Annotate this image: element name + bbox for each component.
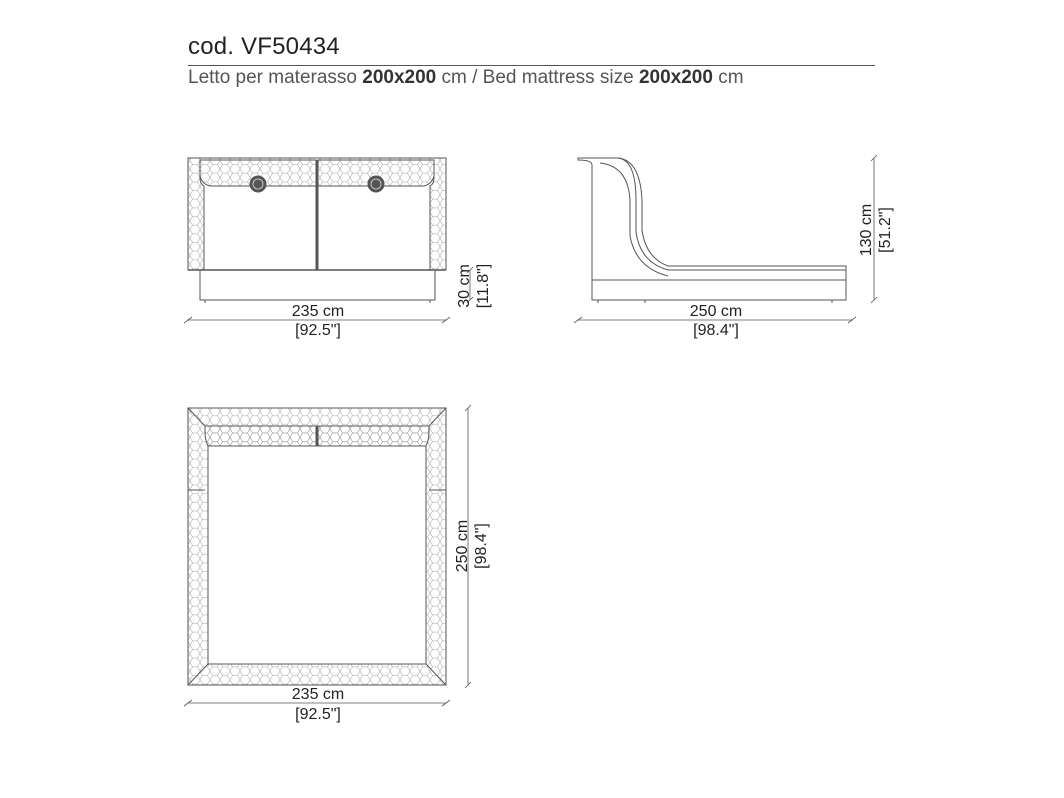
side-profile-inner-2 <box>599 162 669 277</box>
front-button-right <box>367 175 385 193</box>
front-width-dimension <box>183 316 451 324</box>
side-length-cm: 250 cm <box>690 303 742 320</box>
subtitle-size-en: 200x200 <box>638 67 713 88</box>
subtitle-prefix: Letto per materasso <box>188 67 363 88</box>
top-pillow-right <box>317 425 430 447</box>
front-height-cm: 30 cm <box>456 264 473 308</box>
top-view <box>187 407 447 686</box>
top-length-in: [98.4"] <box>473 523 490 569</box>
side-length-dimension <box>573 316 857 324</box>
top-pillow-left <box>204 425 317 447</box>
front-pillow-right <box>317 159 435 187</box>
product-subtitle: Letto per materasso 200x200 cm / Bed mat… <box>188 67 744 89</box>
header-rule <box>188 65 875 66</box>
front-panel-right <box>317 159 435 271</box>
front-height-in: [11.8"] <box>475 264 492 309</box>
side-profile-outer <box>577 157 847 301</box>
product-code: cod. VF50434 <box>188 33 340 60</box>
subtitle-size-it: 200x200 <box>362 67 437 88</box>
top-mattress-area <box>207 445 427 665</box>
front-width-cm: 235 cm <box>292 303 344 320</box>
side-height-cm: 130 cm <box>858 204 875 256</box>
front-button-left-inner <box>252 178 264 190</box>
front-height-dimension <box>466 266 474 304</box>
front-width-in: [92.5"] <box>295 322 341 339</box>
front-base <box>199 269 436 301</box>
side-length-in: [98.4"] <box>693 322 739 339</box>
side-height-dimension <box>870 154 878 304</box>
top-width-dimension <box>183 699 451 707</box>
front-view <box>187 157 447 303</box>
top-width-in: [92.5"] <box>295 706 341 723</box>
subtitle-suffix: cm <box>712 67 744 88</box>
subtitle-mid: cm / Bed mattress size <box>436 67 639 88</box>
front-button-right-inner <box>370 178 382 190</box>
side-profile-inner <box>617 157 846 271</box>
front-button-left <box>249 175 267 193</box>
top-length-dimension <box>464 404 472 689</box>
front-pillow-left <box>199 159 317 187</box>
side-view <box>577 157 847 303</box>
side-height-in: [51.2"] <box>877 207 894 253</box>
top-length-cm: 250 cm <box>454 520 471 572</box>
top-width-cm: 235 cm <box>292 686 344 703</box>
